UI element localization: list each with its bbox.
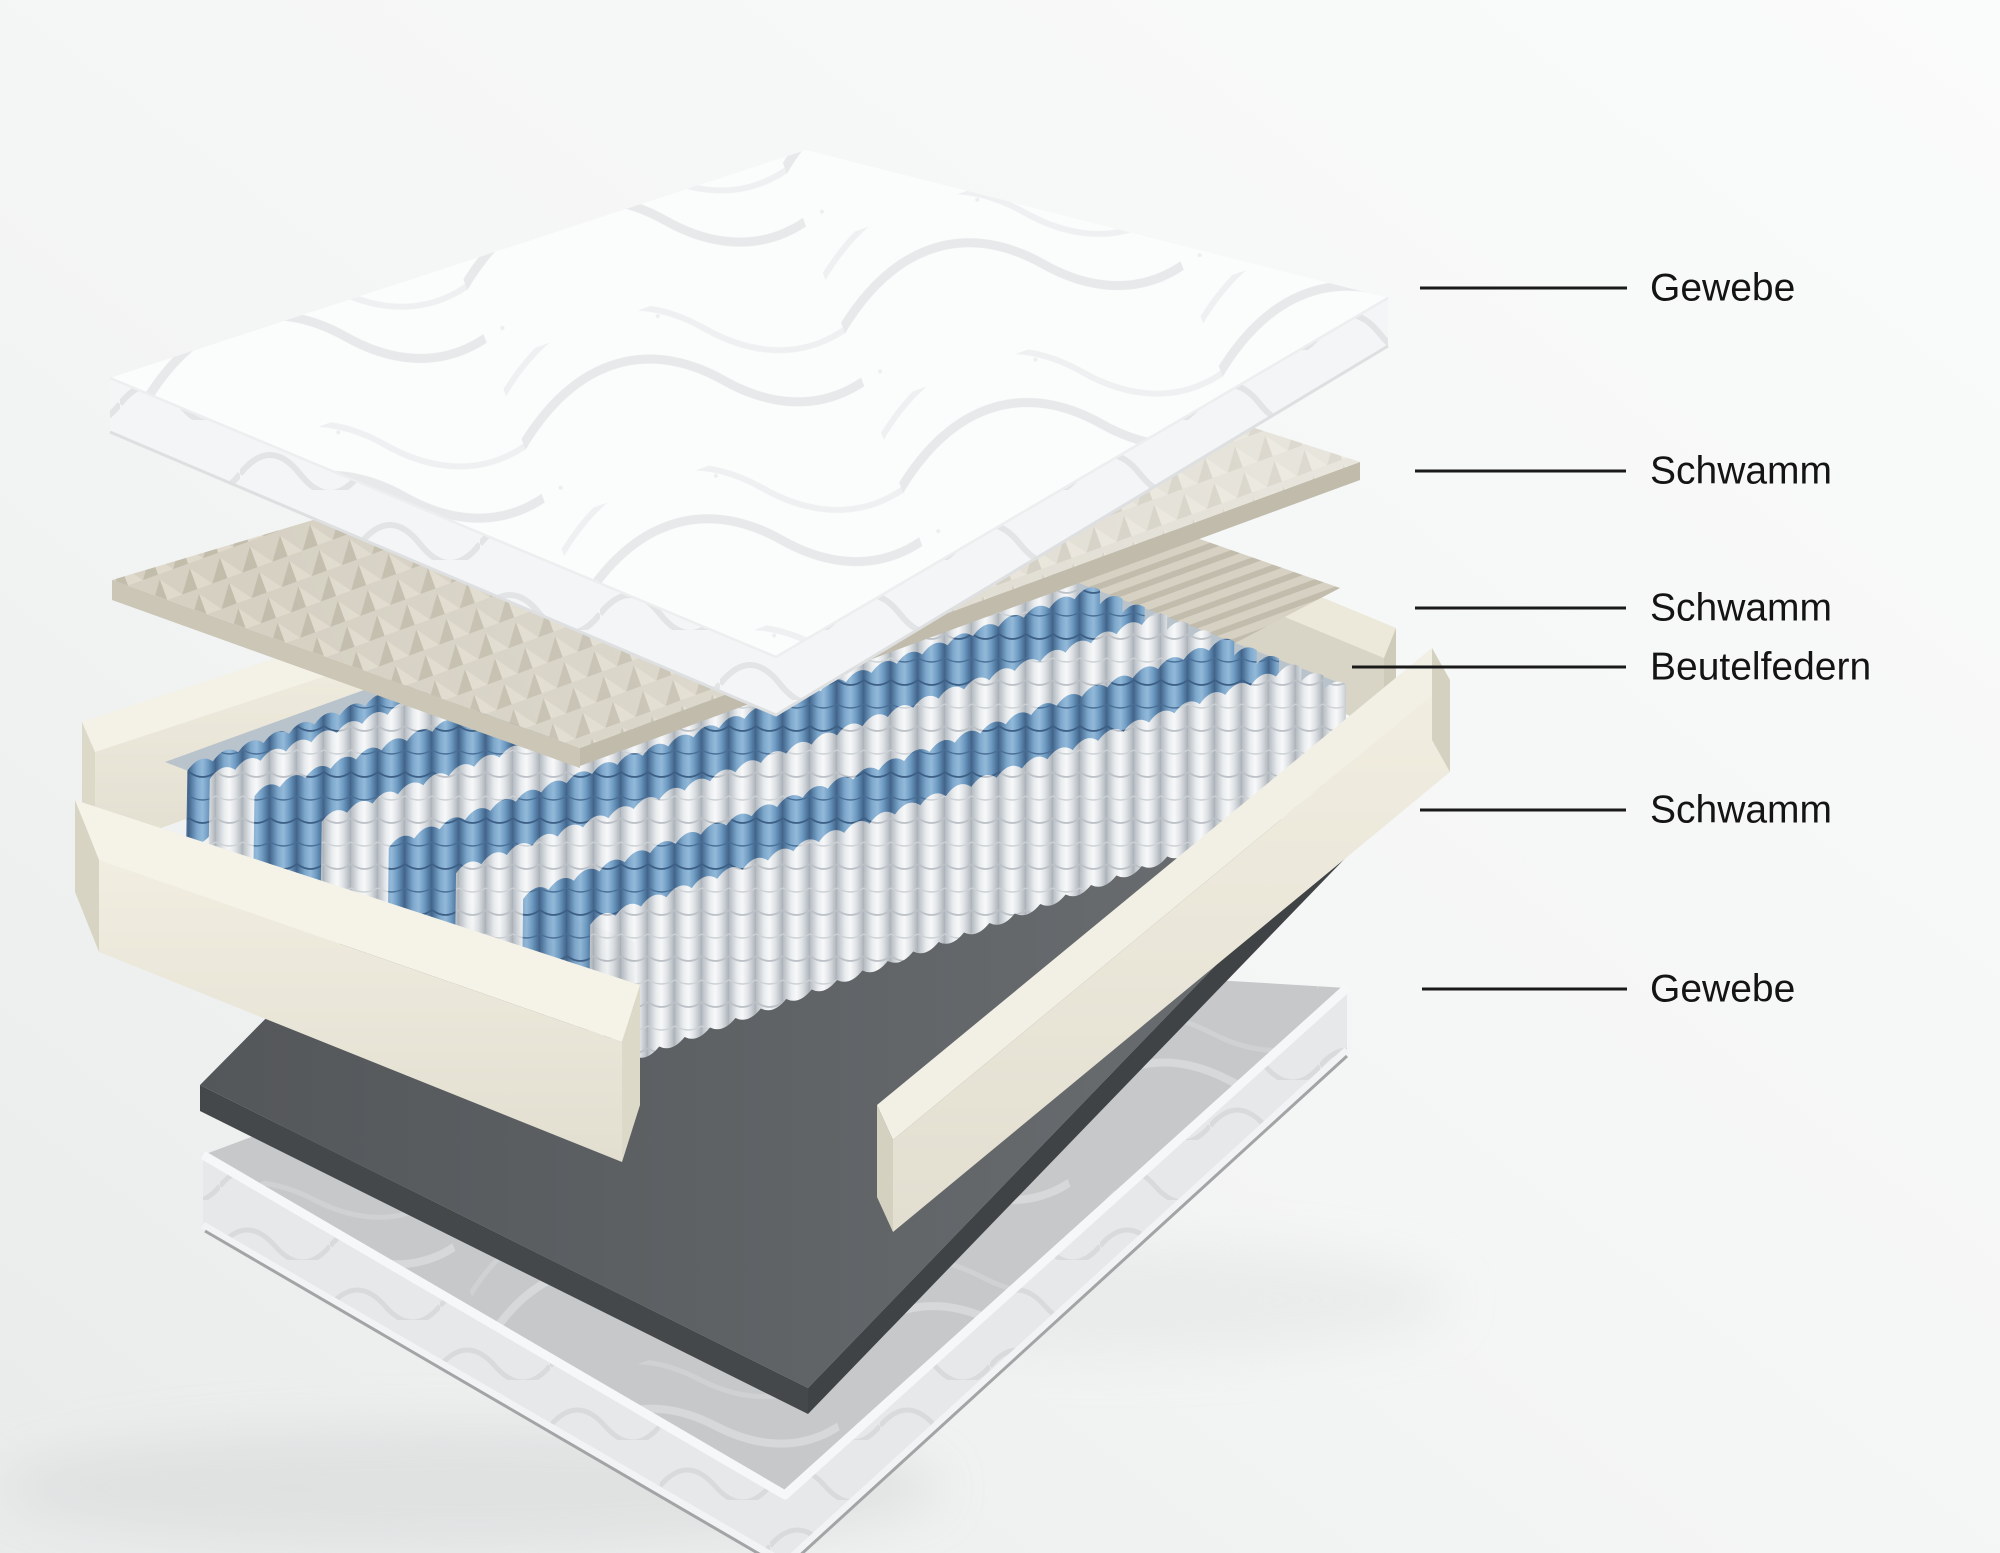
callout-label-pocket-springs: Beutelfedern (1650, 646, 1871, 689)
top-cover-left-face (110, 378, 776, 715)
top-cover-top-edge (109, 296, 1389, 659)
spring-row-white (633, 681, 1347, 1058)
callout-label-foam-frame: Schwamm (1650, 587, 1832, 630)
callout-label-bottom-cover: Gewebe (1650, 968, 1795, 1011)
rail4-left-end (877, 1105, 893, 1232)
bottom-cover-left-face (203, 1155, 785, 1553)
rail4-front (893, 680, 1450, 1232)
callout-label-top-cover: Gewebe (1650, 267, 1795, 310)
rail2-left-end (75, 800, 99, 952)
bottom-cover-piping-bottom (201, 1047, 1350, 1553)
top-cover-bottom-edge (109, 344, 1389, 717)
base-foam-right-edge (808, 818, 1358, 1414)
foam-rail-front-left (75, 800, 640, 1162)
rail4-top (877, 648, 1450, 1140)
callout-label-eggcrate: Schwamm (1650, 450, 1832, 493)
top-cover-top-face (110, 150, 1388, 657)
rail2-top (75, 800, 640, 1042)
eggcrate-left-edge (112, 580, 580, 768)
layer-top-cover (109, 150, 1389, 717)
foam-rail-front-right (877, 648, 1450, 1232)
bottom-cover-right-face (785, 988, 1347, 1553)
rail2-front (99, 860, 622, 1162)
base-foam-left-edge (200, 1085, 808, 1414)
callouts: Gewebe Schwamm Schwamm Beutelfedern Schw… (1352, 267, 1871, 1011)
rail4-end (1432, 648, 1450, 772)
callout-label-base-foam: Schwamm (1650, 789, 1832, 832)
rail2-end (622, 985, 640, 1162)
top-cover-right-face (776, 298, 1388, 715)
bottom-cover-bottom-edge (204, 1054, 1349, 1553)
bottom-cover-piping-top (200, 984, 1351, 1500)
